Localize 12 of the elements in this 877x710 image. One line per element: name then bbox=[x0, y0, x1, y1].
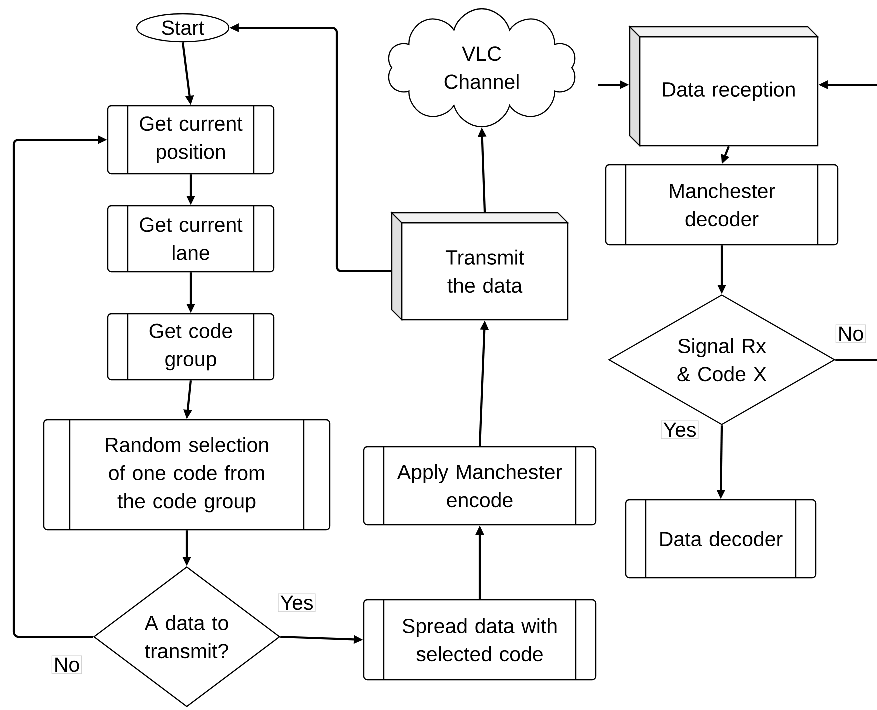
edge-label: No bbox=[52, 656, 82, 674]
process-box: Get code group bbox=[107, 313, 275, 381]
process-box: Get current lane bbox=[107, 205, 275, 273]
process-box: Get current position bbox=[107, 105, 275, 175]
edge-label: Yes bbox=[661, 420, 699, 440]
edge-label: Yes bbox=[278, 594, 316, 612]
process-box: Data decoder bbox=[625, 499, 817, 579]
process-box: Manchester decoder bbox=[605, 164, 839, 246]
process-box: Apply Manchester encode bbox=[363, 446, 597, 526]
process-box: Spread data with selected code bbox=[363, 599, 597, 681]
edge-label: No bbox=[836, 324, 866, 344]
process-box: Random selection of one code from the code group bbox=[43, 419, 331, 531]
